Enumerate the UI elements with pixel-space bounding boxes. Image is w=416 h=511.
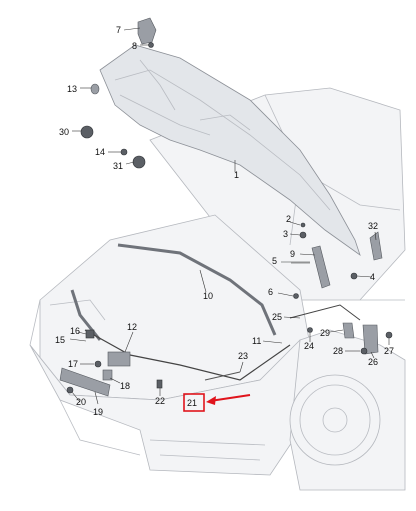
callout-27: 27 [384, 346, 394, 356]
callout-23: 23 [238, 351, 248, 361]
part-18-clip [102, 369, 113, 381]
part-31-cap [132, 155, 146, 169]
callout-32: 32 [368, 221, 378, 231]
part-10-seal-strip [117, 243, 277, 336]
callout-10: 10 [203, 291, 213, 301]
part-26-lock [362, 324, 379, 355]
callout-26: 26 [368, 357, 378, 367]
callout-25: 25 [272, 312, 282, 322]
callout-30: 30 [59, 127, 69, 137]
part-24-bolt [307, 327, 313, 333]
part-28-bolt [360, 347, 368, 355]
callout-24: 24 [304, 341, 314, 351]
callout-5: 5 [272, 256, 277, 266]
callout-18: 18 [120, 381, 130, 391]
callout-31: 31 [113, 161, 123, 171]
callout-14: 14 [95, 147, 105, 157]
callout-8: 8 [132, 41, 137, 51]
part-4-bolt [350, 272, 358, 280]
callout-15: 15 [55, 335, 65, 345]
leader-lines [69, 27, 390, 405]
part-16-clip [85, 329, 95, 339]
callout-21: 21 [187, 398, 197, 408]
part-6-bolt [293, 293, 299, 299]
callout-2: 2 [286, 214, 291, 224]
callout-22: 22 [155, 396, 165, 406]
part-13-buffer [90, 83, 100, 95]
callout-7: 7 [116, 25, 121, 35]
part-5-gas-strut [311, 245, 331, 289]
callout-20: 20 [76, 397, 86, 407]
part-7-bracket [137, 17, 157, 45]
part-29-bracket [342, 322, 355, 339]
callout-28: 28 [333, 346, 343, 356]
callout-1: 1 [234, 170, 239, 180]
callout-11: 11 [252, 336, 261, 346]
highlight-arrow [209, 394, 251, 402]
part-3-bolt [299, 231, 307, 239]
parts [59, 17, 393, 397]
part-27-bolt [385, 331, 393, 339]
callout-12: 12 [127, 322, 137, 332]
bonnet [99, 44, 361, 257]
part-11-cable [84, 329, 291, 381]
callout-6: 6 [268, 287, 273, 297]
part-22-clip [156, 379, 163, 389]
part-20-bolt [66, 386, 74, 394]
callout-17: 17 [68, 359, 78, 369]
callout-labels: 1 2 3 4 5 6 7 8 9 10 11 12 13 14 15 16 1… [55, 25, 394, 417]
wheel [289, 374, 381, 466]
part-19-support [59, 367, 111, 397]
callout-16: 16 [70, 326, 80, 336]
part-17-bolt [94, 360, 102, 368]
callout-9: 9 [290, 249, 295, 259]
part-14-bolt [120, 148, 128, 156]
highlight-arrowhead [206, 396, 216, 405]
callout-19: 19 [93, 407, 103, 417]
part-8-bolt [148, 42, 154, 48]
callout-13: 13 [67, 84, 77, 94]
part-2-bolt [300, 222, 306, 228]
part-12-lock [107, 351, 131, 367]
callout-29: 29 [320, 328, 330, 338]
highlight-box-21 [183, 393, 205, 412]
part-30-seal [80, 125, 94, 139]
callout-4: 4 [370, 272, 375, 282]
callout-3: 3 [283, 229, 288, 239]
